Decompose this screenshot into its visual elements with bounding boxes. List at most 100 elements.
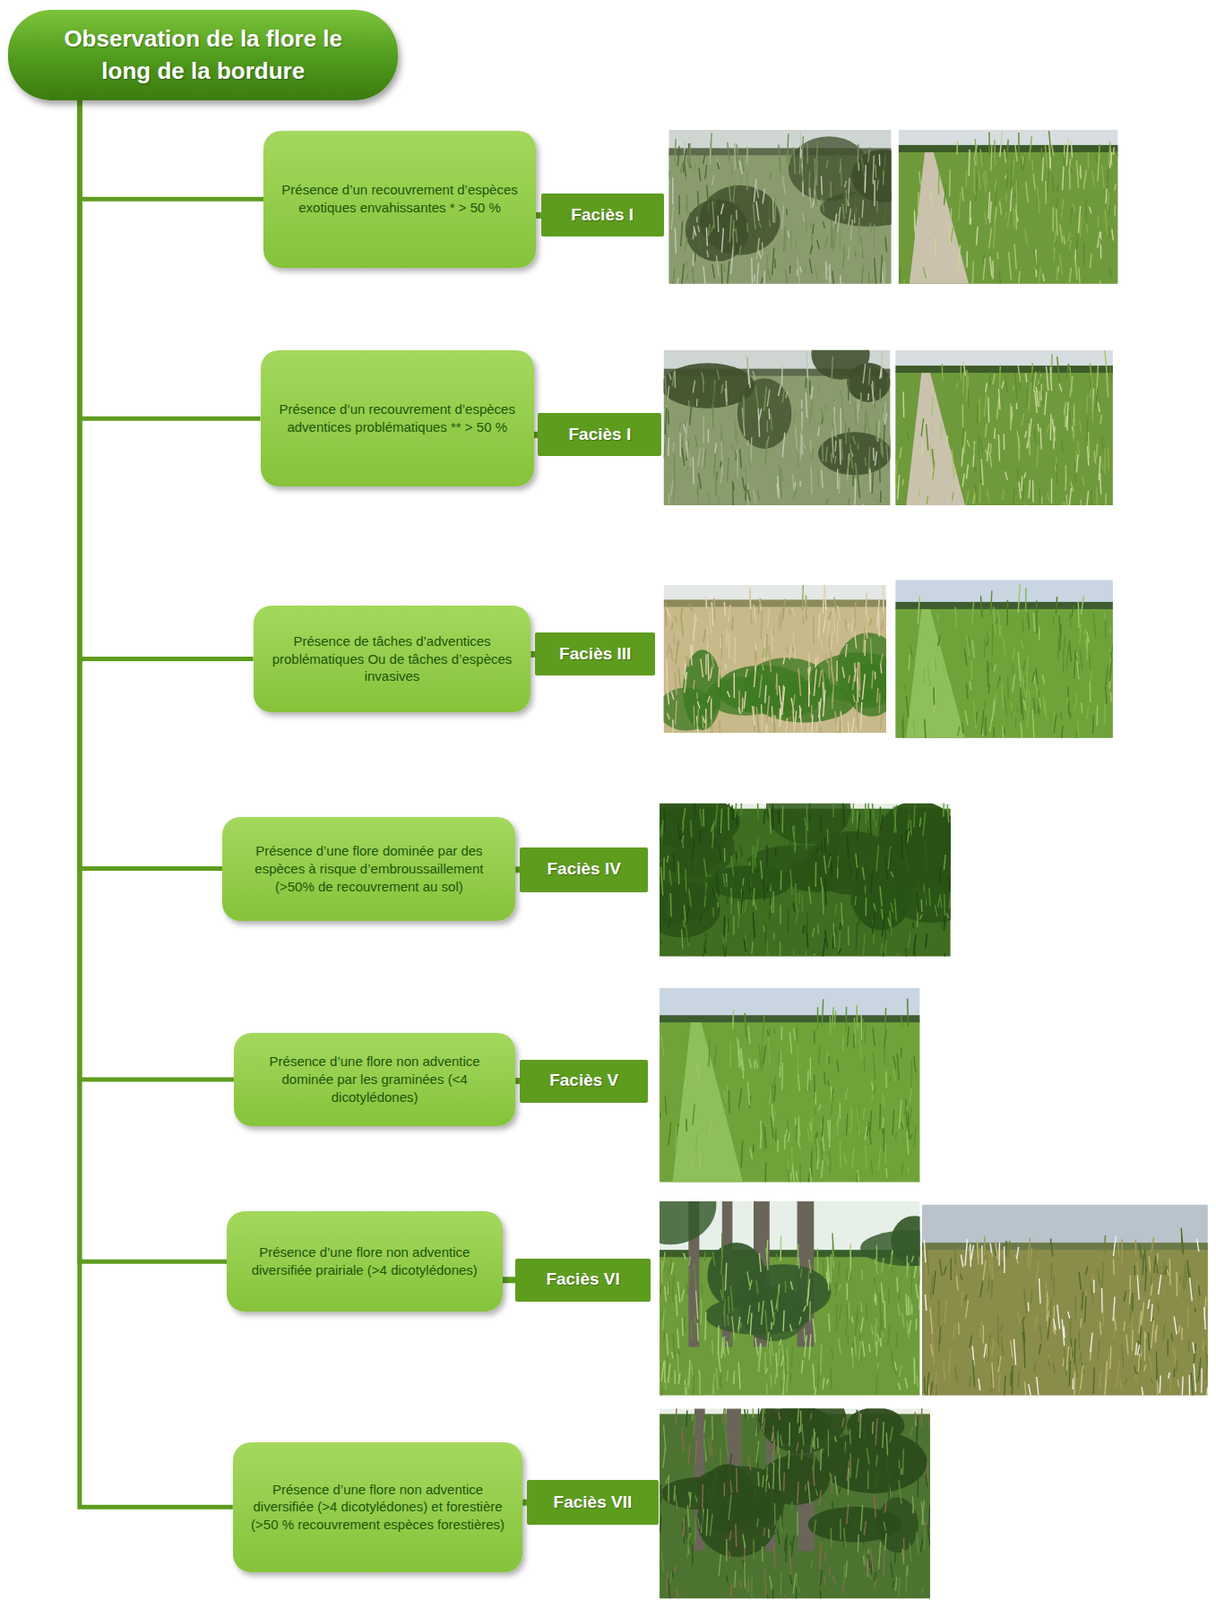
photo-grass [818, 384, 820, 393]
photo-grass [867, 415, 870, 434]
photo-grass [988, 191, 990, 220]
photo-grass [733, 143, 736, 171]
photo-grass [819, 613, 820, 638]
photo-grass [663, 857, 665, 880]
photo-grass [1086, 491, 1089, 506]
photo-grass [698, 1064, 700, 1085]
photo-grass [721, 384, 724, 395]
photo-grass [819, 726, 822, 734]
photo-grass [968, 636, 970, 647]
photo-grass [1043, 274, 1045, 283]
photo-grass [897, 953, 900, 958]
photo-grass [769, 1342, 772, 1366]
photo-grass [777, 1348, 780, 1367]
photo-grass [929, 888, 931, 906]
photo-grass [821, 197, 825, 214]
photo-grass [830, 1254, 832, 1284]
photo-grass [696, 1291, 699, 1320]
photo-grass [894, 1362, 897, 1372]
photo-grass [844, 1154, 847, 1166]
photo-grass [698, 190, 699, 214]
photo-grass [742, 1071, 745, 1079]
photo-illustration [895, 350, 1113, 506]
photo-grass [865, 1145, 868, 1168]
photo-grass [1104, 492, 1107, 506]
photo-grass [687, 212, 690, 231]
photo-grass [724, 664, 727, 671]
photo-grass [1097, 402, 1100, 413]
photo-grass [989, 228, 992, 250]
photo-grass [863, 1057, 865, 1072]
photo-grass [713, 379, 716, 408]
photo-grass [773, 1112, 776, 1125]
photo-grass [862, 933, 865, 957]
photo-grass [718, 721, 721, 734]
photo-grass [811, 715, 813, 734]
photo-grass [795, 908, 799, 924]
photo-grass [1006, 169, 1008, 188]
photo-grass [876, 1341, 879, 1357]
photo-path [672, 1022, 743, 1182]
photo-grass [749, 1279, 752, 1291]
photo-grass [1078, 602, 1080, 629]
photo-grass [949, 208, 952, 220]
photo-grass [836, 620, 839, 644]
photo-grass [824, 585, 827, 611]
photo-grass [870, 809, 872, 836]
photo-grass [772, 248, 775, 276]
photo-grass [1012, 207, 1015, 228]
photo-grass [715, 873, 719, 897]
photo-grass [907, 1112, 910, 1141]
photo-grass [734, 860, 737, 870]
photo-grass [830, 219, 833, 248]
photo-grass [993, 139, 996, 166]
photo-grass [782, 176, 785, 196]
photo-grass [846, 1026, 849, 1048]
photo-grass [670, 893, 673, 917]
photo-grass [1112, 229, 1114, 241]
photo-grass [703, 629, 706, 643]
photo-grass [829, 1016, 832, 1035]
photo-grass [906, 1255, 908, 1278]
photo-grass [879, 692, 881, 714]
photo-grass [756, 262, 759, 285]
photo-grass [1052, 172, 1054, 192]
photo-grass [856, 143, 859, 164]
photo-grass [820, 176, 822, 196]
photo-foliage [737, 378, 793, 449]
photo-grass [1100, 414, 1102, 425]
photo-grass [817, 1139, 820, 1165]
photo-grass [834, 223, 837, 249]
photo-grass [806, 803, 808, 831]
photo-grass [809, 666, 811, 673]
photo-grass [845, 1007, 848, 1033]
photo-grass [851, 1347, 853, 1357]
photo-grass [820, 844, 823, 851]
photo-grass [1001, 489, 1004, 501]
photo-grass [966, 439, 970, 448]
photo-grass [1025, 503, 1027, 506]
photo-grass [688, 400, 690, 415]
photo-grass [674, 616, 677, 624]
photo-foliage [810, 350, 870, 380]
photo-grass [1081, 702, 1083, 714]
photo-grass [722, 821, 725, 844]
photo-grass [884, 413, 887, 425]
photo-grass [1040, 428, 1042, 450]
photo-grass [990, 590, 992, 615]
photo-grass [664, 442, 666, 459]
photo-grass [1056, 267, 1059, 282]
photo-grass [712, 907, 715, 917]
photo-grass [1025, 588, 1027, 613]
photo-grass [813, 953, 817, 958]
photo-grass [683, 161, 687, 177]
photo-grass [830, 453, 833, 464]
photo-grass [962, 187, 965, 202]
photo-grass [840, 158, 842, 187]
photo-grass [896, 1053, 899, 1081]
photo-grass [815, 1134, 818, 1163]
photo-grass [978, 398, 980, 423]
photo-grass [972, 639, 975, 658]
photo-grass [839, 275, 842, 284]
photo-grass [853, 695, 855, 703]
